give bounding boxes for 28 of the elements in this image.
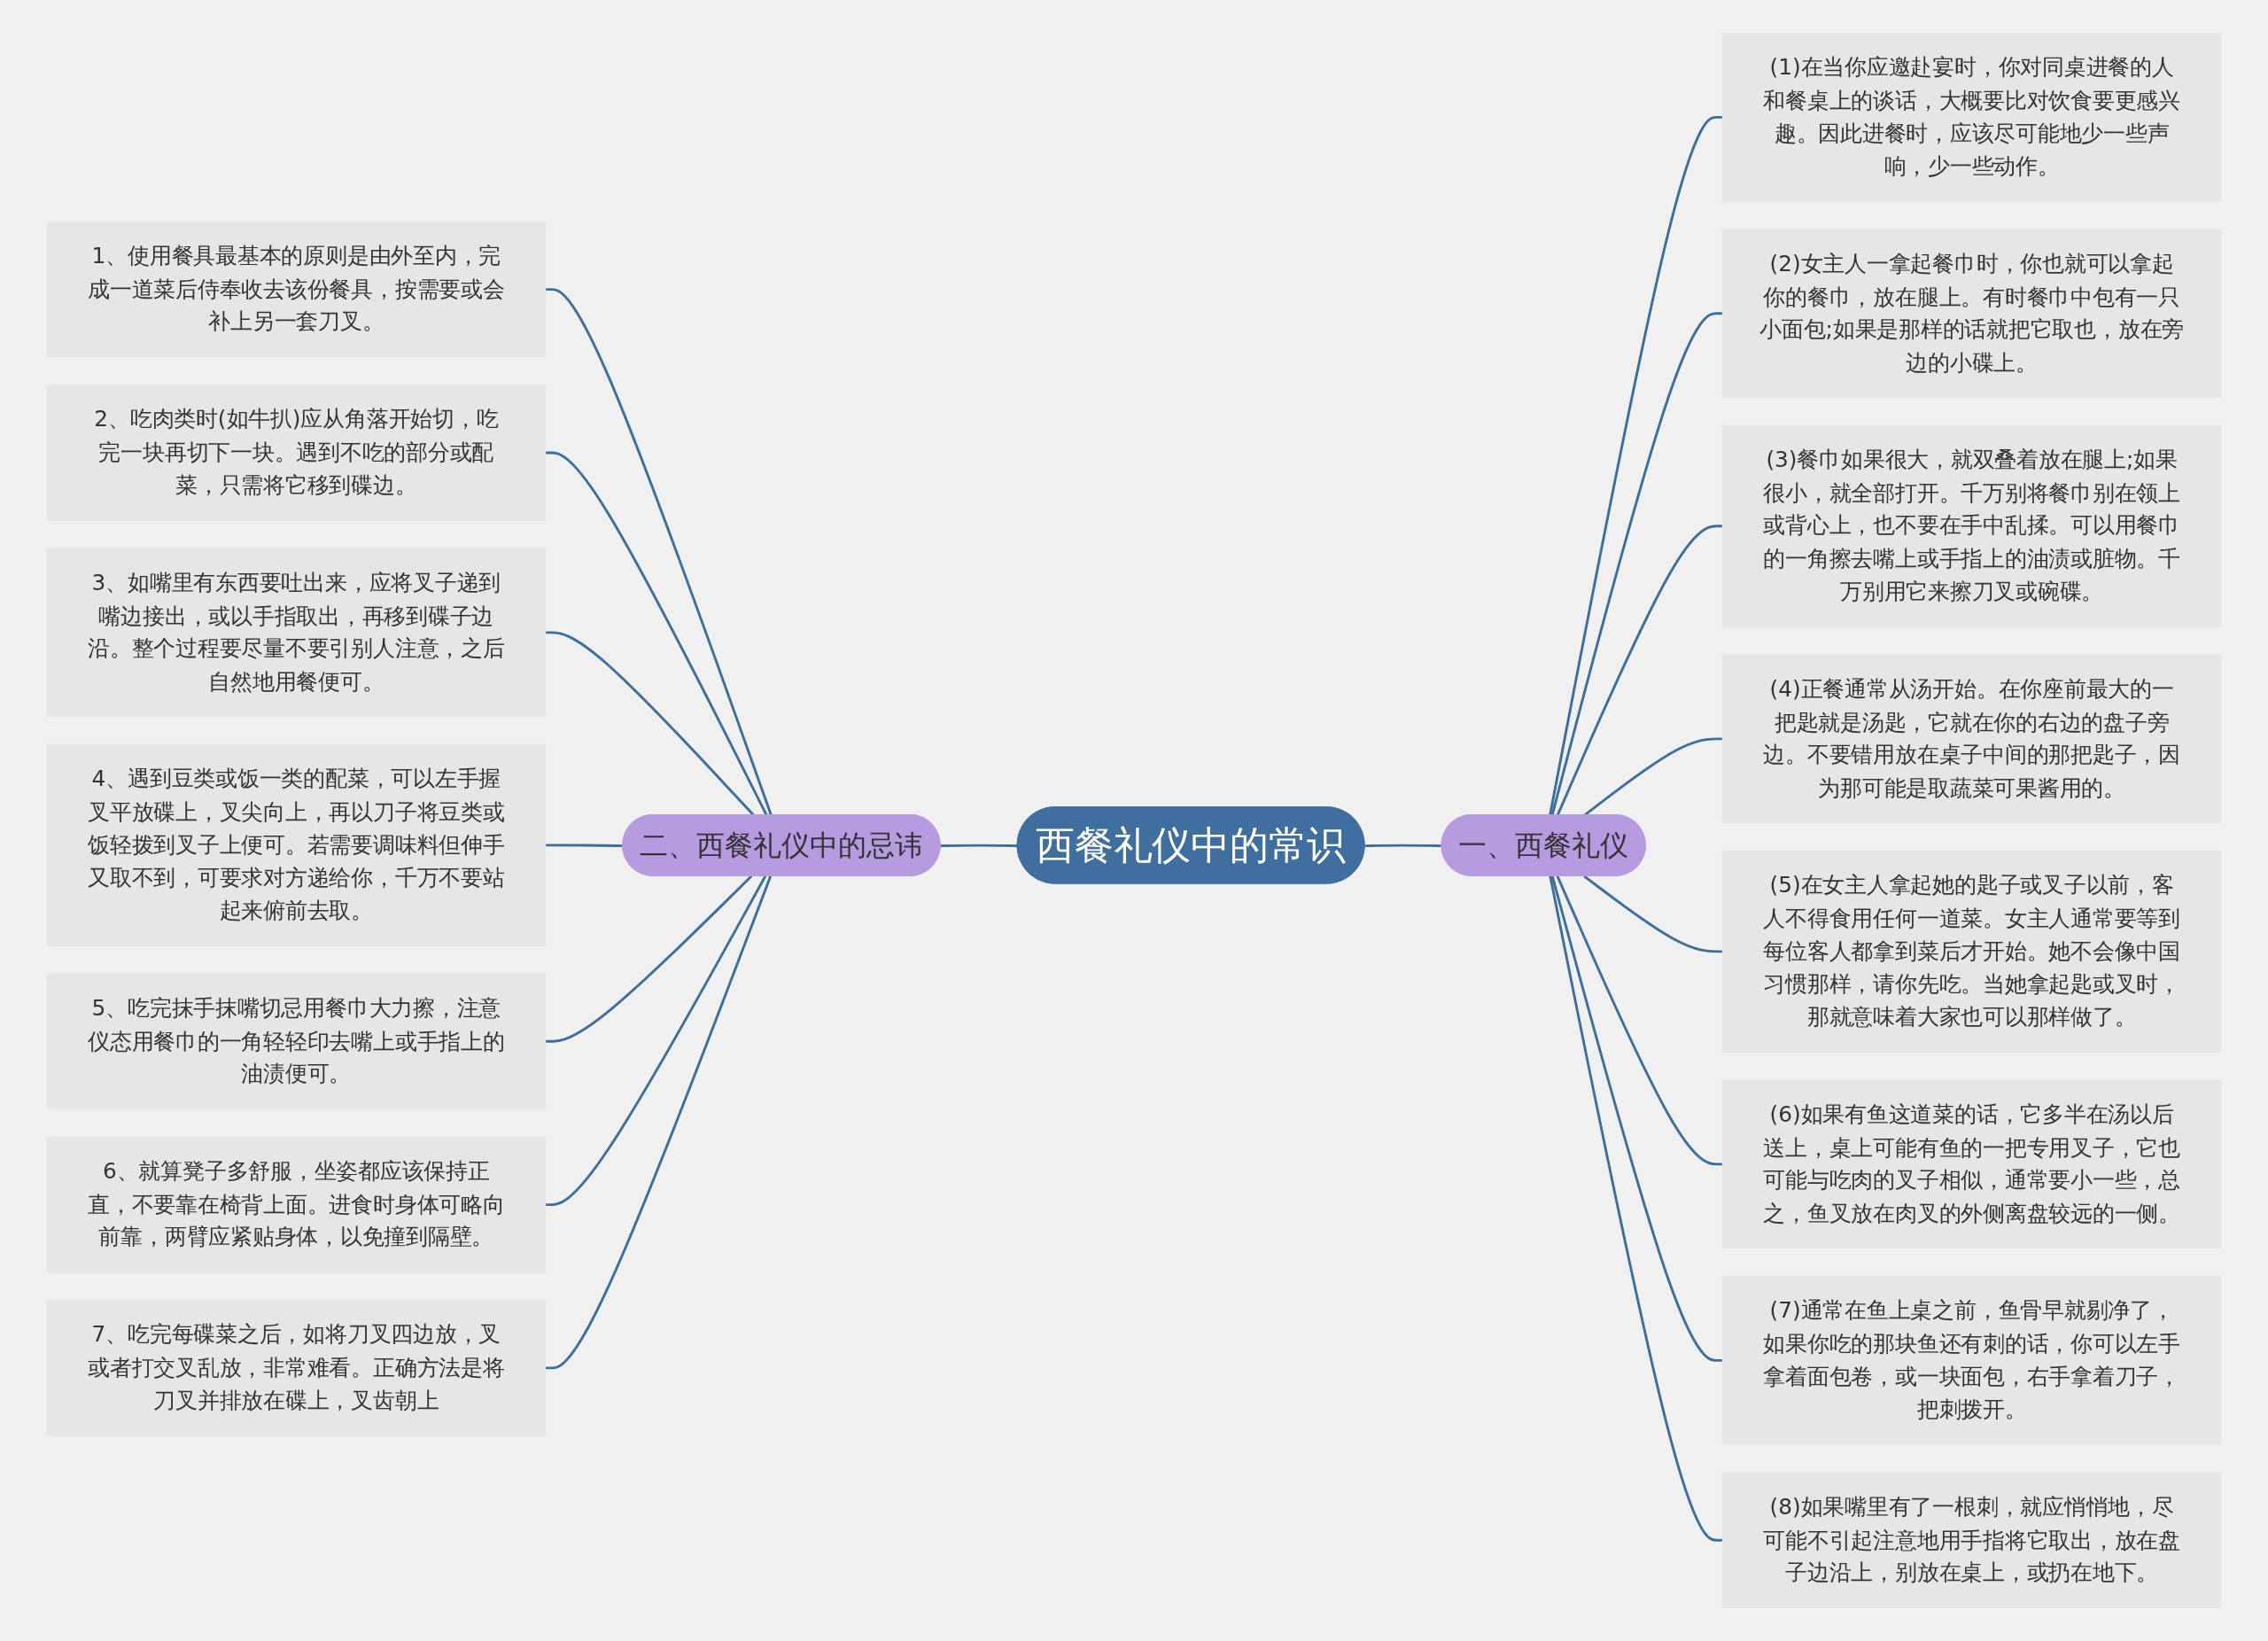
connector xyxy=(545,844,624,848)
connector xyxy=(545,875,773,1370)
node-box: 3、如嘴里有东西要吐出来，应将叉子递到嘴边接出，或以手指取出，再移到碟子边沿。整个过程要尽量不要引别人注意，之后自然地用餐便可。 xyxy=(46,548,547,718)
node-box: 2、吃肉类时(如牛扒)应从角落开始切，吃完一块再切下一块。遇到不吃的部分或配菜，只需将它移到碟边。 xyxy=(46,385,547,521)
connector xyxy=(545,288,773,816)
node-box: (5)在女主人拿起她的匙子或叉子以前，客人不得食用任何一道菜。女主人通常要等到每位客人都拿到菜后才开始。她不会像中国习惯那样，请你先吃。当她拿起匙或叉时，那就意味着大家也可以那样做了。 xyxy=(1721,850,2222,1053)
node-box: 5、吃完抹手抹嘴切忌用餐巾大力擦，注意仪态用餐巾的一角轻轻印去嘴上或手指上的油渍便可。 xyxy=(46,973,547,1110)
node-box: 4、遇到豆类或饭一类的配菜，可以左手握叉平放碟上，叉尖向上，再以刀子将豆类或饭轻拨到叉子上便可。若需要调味料但伸手又取不到，可要求对方递给你，千万不要站起来俯前去取。 xyxy=(46,743,547,946)
node-box: (8)如果嘴里有了一根刺，就应悄悄地，尽可能不引起注意地用手指将它取出，放在盘子边沿上，别放在桌上，或扔在地下。 xyxy=(1721,1472,2222,1609)
node-box: (3)餐巾如果很大，就双叠着放在腿上;如果很小，就全部打开。千万别将餐巾别在领上或背心上，也不要在手中乱揉。可以用餐巾的一角擦去嘴上或手指上的油渍或脏物。千万别用它来擦刀叉或碗碟。 xyxy=(1721,424,2222,627)
connector xyxy=(545,875,753,1043)
connector xyxy=(1583,875,1723,953)
node-box: (1)在当你应邀赴宴时，你对同桌进餐的人和餐桌上的谈话，大概要比对饮食要更感兴趣。因此进餐时，应该尽可能地少一些声响，少一些动作。 xyxy=(1721,32,2222,202)
connector xyxy=(1556,525,1723,816)
connector xyxy=(545,875,767,1207)
connector xyxy=(1550,875,1723,1362)
node-box: (4)正餐通常从汤开始。在你座前最大的一把匙就是汤匙，它就在你的右边的盘子旁边。不要错用放在桌子中间的那把匙子，因为那可能是取蔬菜可果酱用的。 xyxy=(1721,654,2222,824)
node-box: 6、就算凳子多舒服，坐姿都应该保持正直，不要靠在椅背上面。进食时身体可略向前靠，两臂应紧贴身体，以免撞到隔壁。 xyxy=(46,1136,547,1273)
node-box: (7)通常在鱼上桌之前，鱼骨早就剔净了，如果你吃的那块鱼还有刺的话，你可以左手拿着面包卷，或一块面包，右手拿着刀子，把刺拨开。 xyxy=(1721,1275,2222,1445)
connector xyxy=(1549,875,1723,1542)
connector xyxy=(545,451,768,816)
node-box: 7、吃完每碟菜之后，如将刀叉四边放，叉或者打交叉乱放，非常难看。正确方法是将刀叉并排放在碟上，叉齿朝上 xyxy=(46,1300,547,1436)
node-box: (2)女主人一拿起餐巾时，你也就可以拿起你的餐巾，放在腿上。有时餐巾中包有一只小面包;如果是那样的话就把它取也，放在旁边的小碟上。 xyxy=(1721,229,2222,399)
connector xyxy=(1556,875,1723,1166)
connector xyxy=(1550,312,1723,816)
node-box: (6)如果有鱼这道菜的话，它多半在汤以后送上，桌上可能有鱼的一把专用叉子，它也可能与吃肉的叉子相似，通常要小一些，总之，鱼叉放在肉叉的外侧离盘较远的一侧。 xyxy=(1721,1079,2222,1249)
connector xyxy=(1549,115,1723,816)
node-box: 1、使用餐具最基本的原则是由外至内，完成一道菜后侍奉收去该份餐具，按需要或会补上另一套刀叉。 xyxy=(46,221,547,358)
